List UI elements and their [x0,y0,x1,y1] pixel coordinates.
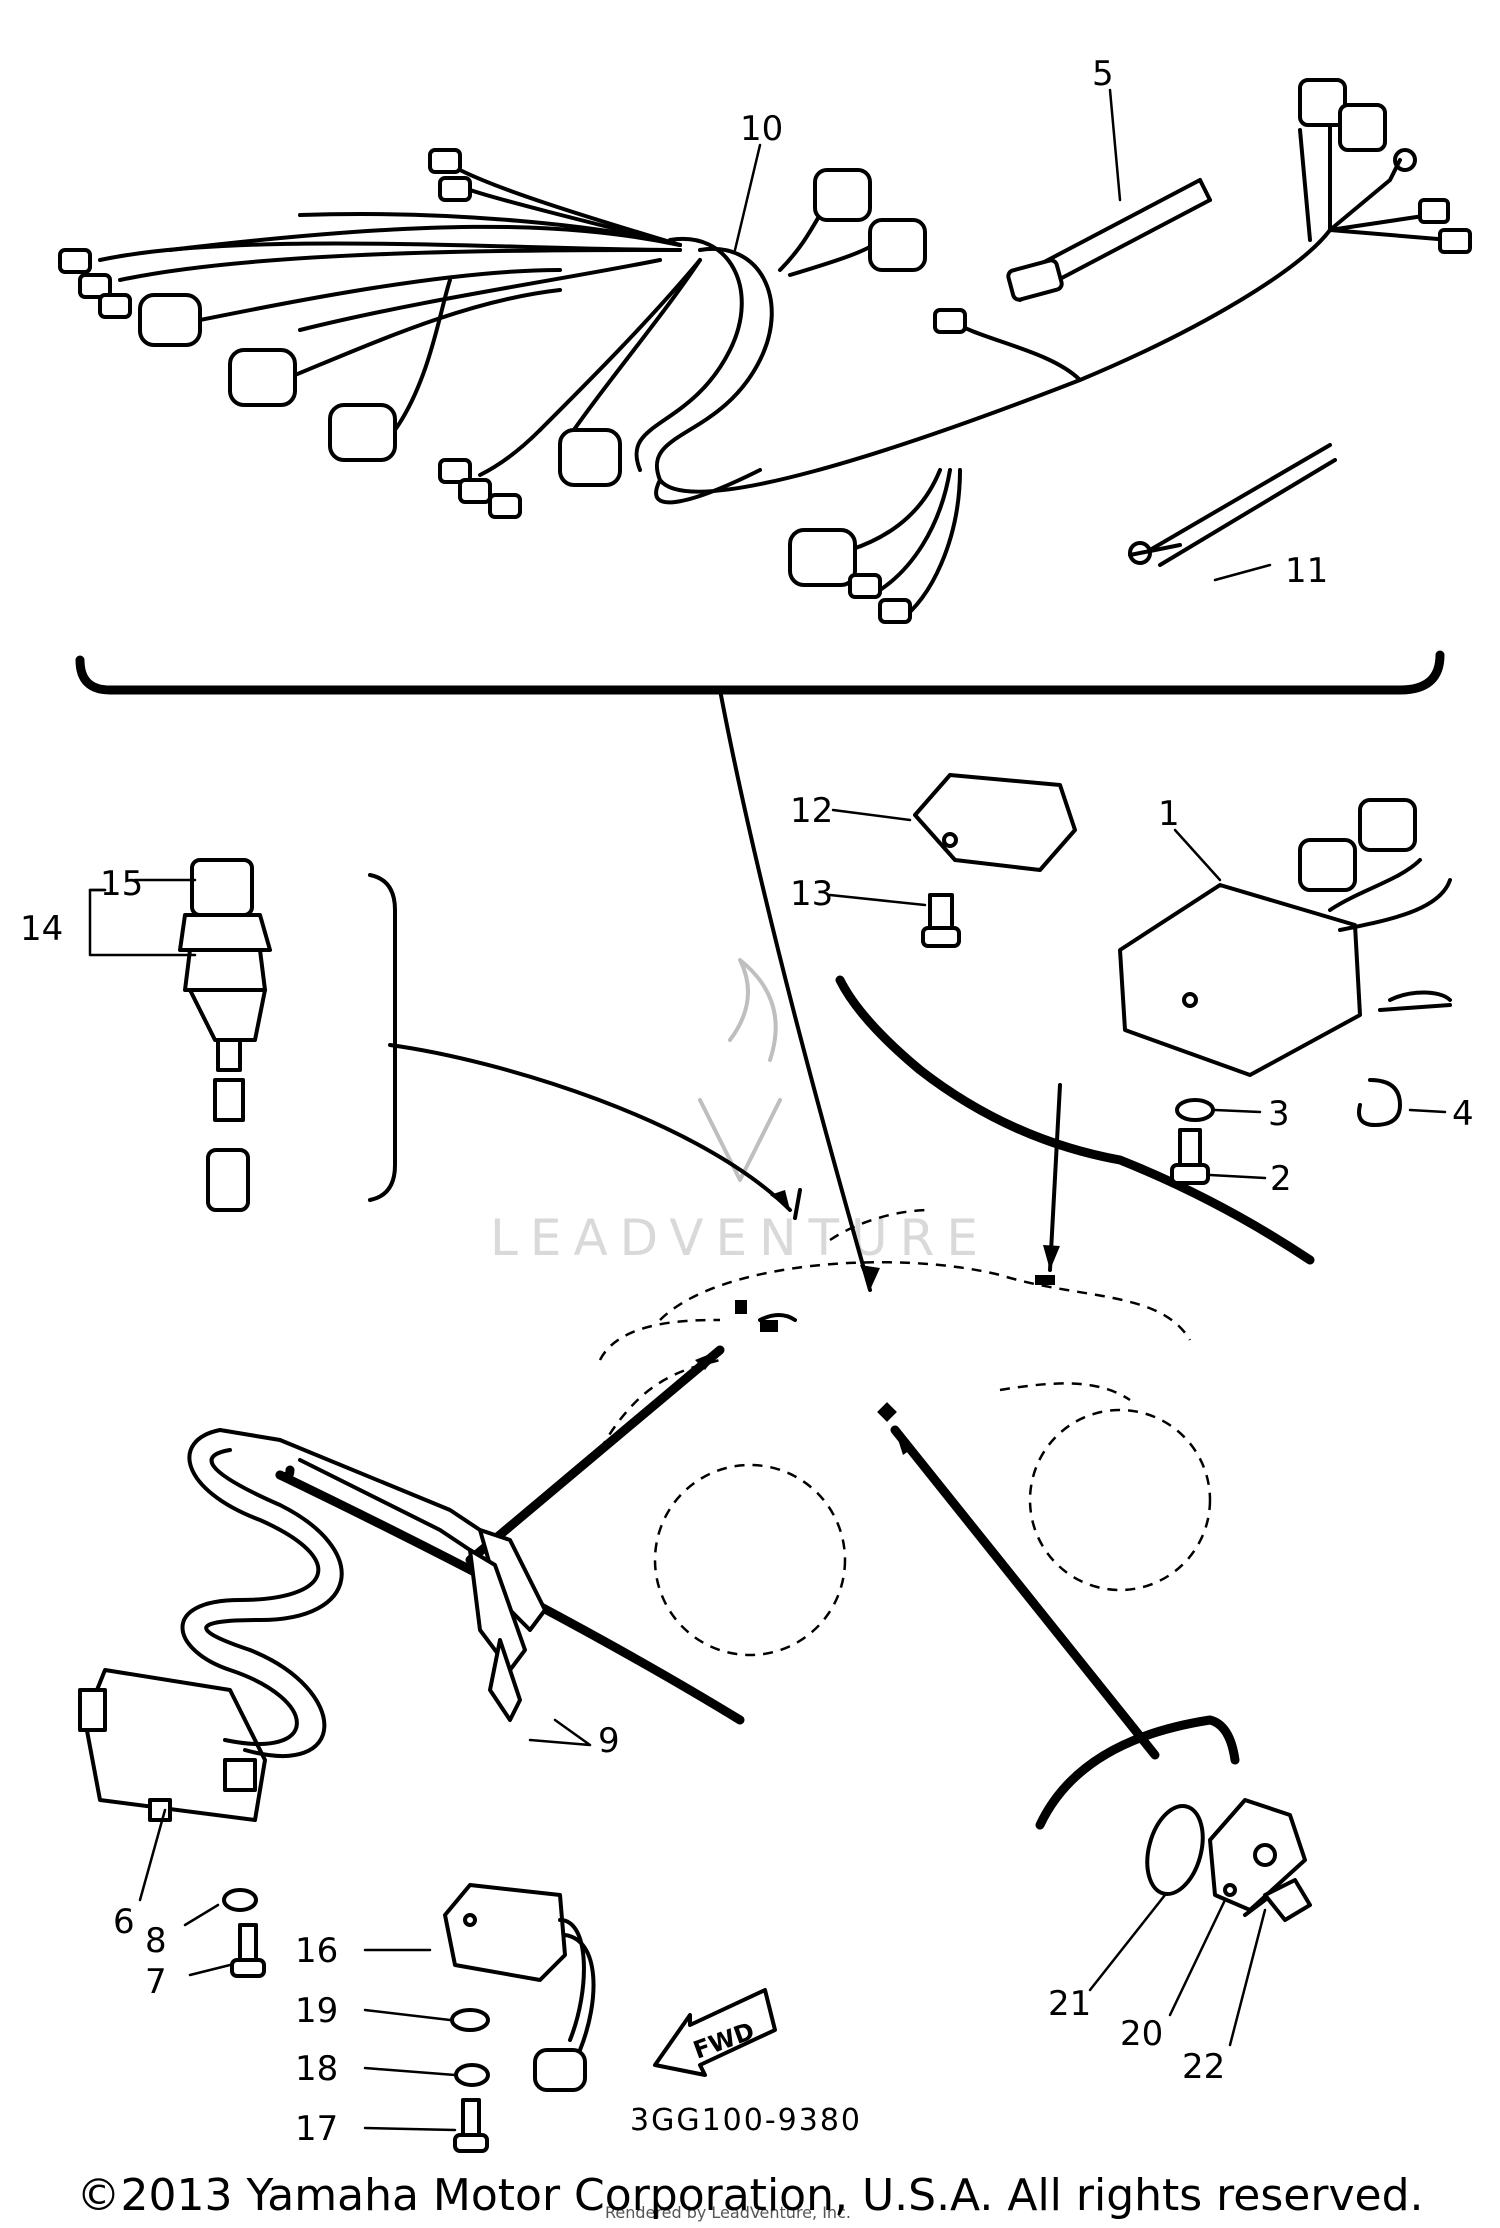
callout-3: 3 [1268,1094,1290,1134]
callout-8: 8 [145,1921,167,1961]
copyright-notice: ©2013 Yamaha Motor Corporation, U.S.A. A… [76,2170,1424,2221]
callout-6: 6 [113,1902,135,1942]
main-switch-group [88,858,397,1212]
relay-group [363,1883,596,2153]
wire-harness-group [58,78,1472,695]
drawing-code: 3GG100-9380 [630,2103,862,2138]
callout-21: 21 [1048,1984,1091,2024]
callout-4: 4 [1452,1094,1474,1134]
upper-right-components [828,773,1452,1265]
atv-outline [598,1188,1212,1657]
callout-19: 19 [295,1991,338,2031]
watermark-text: LEADVENTURE [490,1209,990,1267]
callout-leaders-top [733,88,1272,582]
callout-10: 10 [740,109,783,149]
callout-17: 17 [295,2109,338,2149]
ignition-coil-group [78,1428,745,1978]
callout-16: 16 [295,1931,338,1971]
callout-1: 1 [1158,794,1180,834]
callout-12: 12 [790,791,833,831]
callout-20: 20 [1120,2014,1163,2054]
watermark-logo [698,958,782,1182]
fwd-arrow: FWD [653,1988,777,2077]
watermark: LEADVENTURE [490,958,990,1267]
callout-15: 15 [100,864,143,904]
callout-7: 7 [145,1962,167,2002]
callout-2: 2 [1270,1159,1292,1199]
pointer-lines [388,688,1160,1760]
callout-14: 14 [20,909,63,949]
watermark-small: Rendered by LeadVenture, Inc. [605,2203,851,2222]
callout-18: 18 [295,2049,338,2089]
callout-13: 13 [790,874,833,914]
callout-5: 5 [1092,54,1114,94]
callout-9: 9 [598,1721,620,1761]
sensor-group [1035,1715,1312,2047]
callout-22: 22 [1182,2047,1225,2087]
callout-11: 11 [1285,551,1328,591]
